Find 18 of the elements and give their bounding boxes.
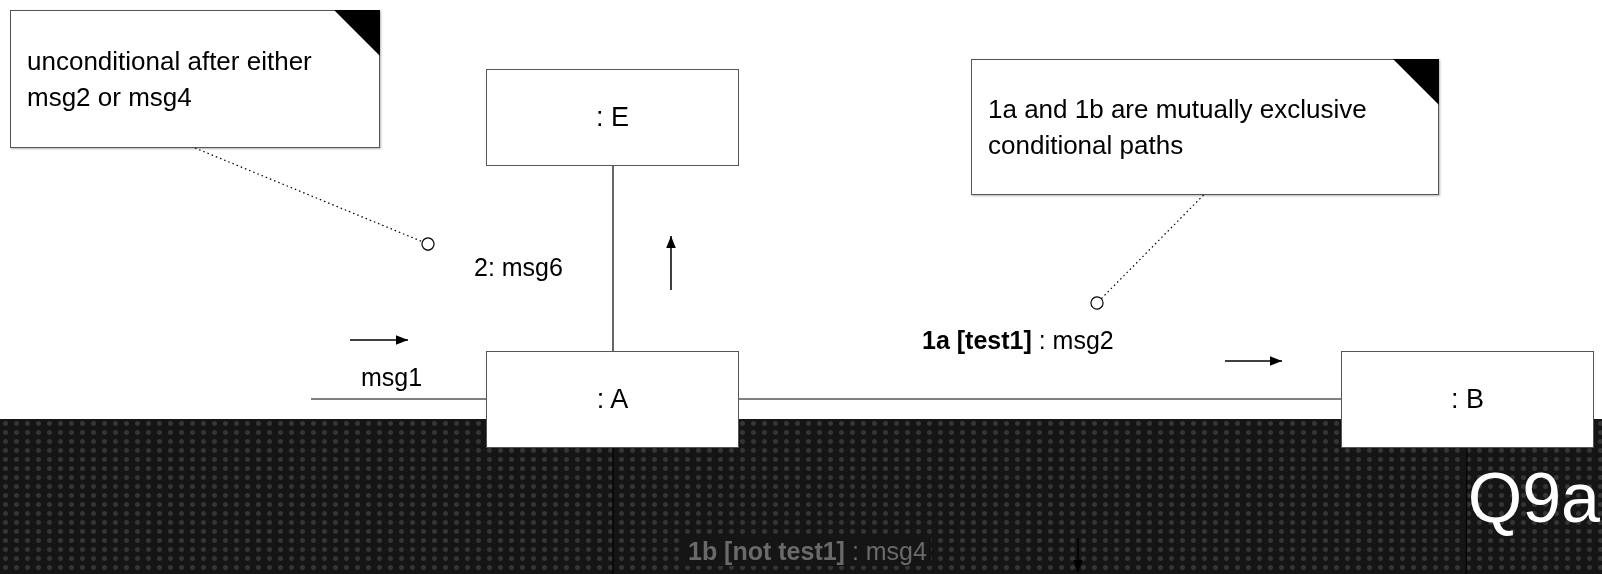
object-box <box>486 69 739 166</box>
leader-line <box>194 147 435 251</box>
note-box <box>971 59 1439 195</box>
slide-number: Q9a <box>1467 458 1600 538</box>
object-box <box>1341 351 1594 448</box>
link-line <box>738 398 1342 400</box>
note-text: unconditional after either msg2 or msg4 <box>27 45 313 114</box>
object-box <box>486 351 739 448</box>
object-name: : B <box>1451 383 1484 417</box>
message-label: 1b [not test1] : msg4 <box>684 536 931 566</box>
link-line <box>612 447 1468 574</box>
object-name: : A <box>596 383 629 417</box>
leader-line <box>1090 194 1205 310</box>
message-line <box>310 398 487 400</box>
object-name: : E <box>596 101 629 135</box>
link-line <box>612 165 614 352</box>
note-text: 1a and 1b are mutually exclusive conditional paths <box>988 93 1368 162</box>
note-box <box>10 10 380 148</box>
